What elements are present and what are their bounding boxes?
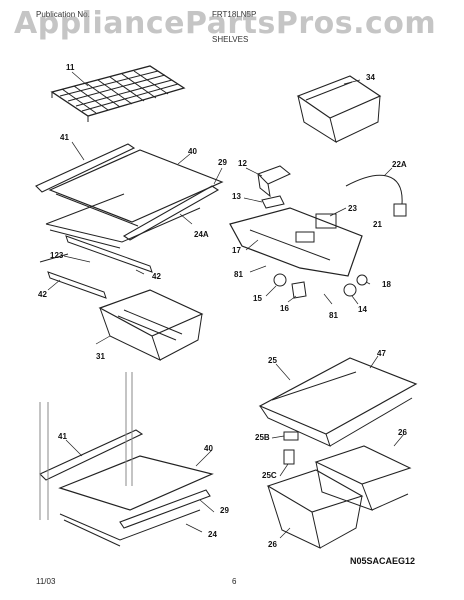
part-label-41-lower: 41 [58,432,67,441]
side-rails [40,372,132,520]
part-label-123: 123 [50,251,64,260]
part-label-25b: 25B [255,433,270,442]
knob-18 [357,275,367,285]
deli-drawer-25 [260,358,416,446]
slide-bracket [40,236,152,272]
part-label-81-left: 81 [234,270,243,279]
shelf-frame-24a [46,194,200,248]
shelf-rail-41b [40,430,142,480]
part-label-47: 47 [377,349,386,358]
glass-shelf-40b [60,456,212,510]
part-label-40-lower: 40 [204,444,213,453]
section-title: SHELVES [212,35,249,44]
part-label-42-lower: 42 [38,290,47,299]
glass-shelf-40 [50,150,222,226]
footer-date: 11/03 [36,577,56,586]
part-label-40: 40 [188,147,197,156]
part-label-16: 16 [280,304,289,313]
shelf-rail-41 [36,144,134,192]
shelf-frame-24 [60,510,200,546]
part-label-24: 24 [208,530,217,539]
part-label-11: 11 [66,63,75,72]
part-label-23: 23 [348,204,357,213]
part-label-25: 25 [268,356,277,365]
drawer-34 [298,76,380,142]
part-label-14: 14 [358,305,367,314]
part-label-24a: 24A [194,230,209,239]
part-label-81-right: 81 [329,311,338,320]
connector-21 [394,204,406,216]
part-label-25c: 25C [262,471,277,480]
bracket-42 [48,272,106,298]
publication-label: Publication No. [36,10,90,19]
diagram-code: N05SACAEG12 [350,556,416,566]
bin-26b [268,470,362,548]
part-label-13: 13 [232,192,241,201]
wire-shelf [52,66,184,122]
slide-25c [284,450,294,464]
part-label-12: 12 [238,159,247,168]
front-trim-29 [124,186,218,240]
bulb-15 [274,274,286,286]
part-label-34: 34 [366,73,375,82]
part-label-22a: 22A [392,160,407,169]
part-label-17: 17 [232,246,241,255]
part-label-41: 41 [60,133,69,142]
part-label-31: 31 [96,352,105,361]
housing-part-12 [258,166,290,196]
part-label-29-lower: 29 [220,506,229,515]
part-label-26-right: 26 [398,428,407,437]
thermostat-23 [316,214,336,228]
slide-25b [284,432,298,440]
part-label-15: 15 [253,294,262,303]
part-label-18: 18 [382,280,391,289]
part-label-29: 29 [218,158,227,167]
clip-13 [262,196,284,208]
knob-14 [344,284,356,296]
model-number: FRT18LN5P [212,10,257,19]
socket-16 [292,282,306,298]
leader-lines [48,72,404,538]
part-label-21: 21 [373,220,382,229]
control-housing-17 [230,208,362,276]
part-label-42-upper: 42 [152,272,161,281]
watermark: AppliancePartsPros.com [14,6,437,41]
front-trim-29b [120,490,210,528]
crisper-drawer-31 [100,290,202,360]
footer-page-number: 6 [232,577,237,586]
wire-harness-22a [346,175,402,204]
part-label-26-left: 26 [268,540,277,549]
